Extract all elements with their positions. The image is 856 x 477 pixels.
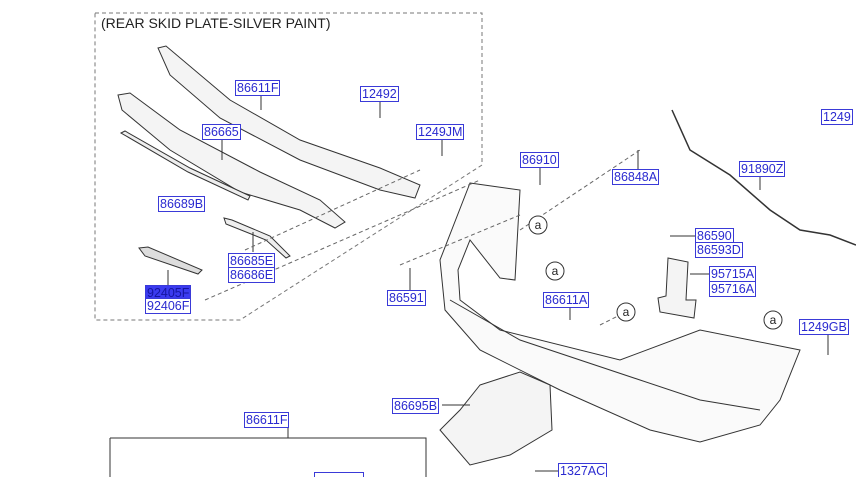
callout-a-text: a (535, 218, 542, 232)
part-label-92406F[interactable]: 92406F (145, 298, 192, 314)
part-label-86848A[interactable]: 86848A (612, 169, 660, 185)
callout-a-2 (545, 261, 565, 281)
skid-plate-group-border (94, 12, 483, 321)
part-label-86689B[interactable]: 86689B (158, 196, 206, 212)
part-86611F-inset-box (109, 437, 427, 477)
part-label-86686E[interactable]: 86686E (228, 267, 276, 283)
part-label-86695B[interactable]: 86695B (392, 398, 440, 414)
part-92405F-reflector (138, 246, 203, 275)
part-label-86685E[interactable]: 86685E (228, 253, 276, 269)
part-label-86665[interactable]: 86665 (202, 124, 241, 140)
part-label-1249JM[interactable]: 1249JM (416, 124, 465, 140)
part-86695B-shield (439, 371, 553, 466)
callout-a-4 (763, 310, 783, 330)
part-86611A-bumper (439, 182, 801, 443)
callout-a-3 (616, 302, 636, 322)
callout-circles (528, 215, 783, 330)
part-label-91890Z[interactable]: 91890Z (739, 161, 786, 177)
part-86611F-skid-plate (157, 45, 421, 199)
part-86665-garnish (117, 92, 346, 229)
part-label-1249-cut[interactable]: 1249 (821, 109, 853, 125)
part-label-92405F-selected[interactable]: 92405F (145, 285, 192, 301)
callout-a-1 (528, 215, 548, 235)
part-label-1327AC[interactable]: 1327AC (558, 463, 608, 477)
part-91890Z-wiring (671, 109, 856, 246)
part-label-12492[interactable]: 12492 (360, 86, 399, 102)
part-label-86910[interactable]: 86910 (520, 152, 559, 168)
part-86685E-strip (223, 217, 291, 259)
part-95715A-bracket (657, 257, 697, 319)
part-label-86611A[interactable]: 86611A (543, 292, 590, 308)
part-86689B-molding (119, 130, 251, 201)
callout-a-text: a (770, 313, 777, 327)
part-label-1249GB[interactable]: 1249GB (799, 319, 849, 335)
callout-a-text: a (623, 305, 630, 319)
dashed-guides (204, 149, 641, 326)
part-label-86591[interactable]: 86591 (387, 290, 426, 306)
part-label-cut-off[interactable] (314, 472, 364, 477)
group-caption: (REAR SKID PLATE-SILVER PAINT) (101, 15, 331, 31)
part-label-95716A[interactable]: 95716A (709, 281, 757, 297)
part-label-86593D[interactable]: 86593D (695, 242, 743, 258)
part-label-86611F[interactable]: 86611F (235, 80, 281, 96)
bumper-lower-edge (449, 299, 761, 411)
callout-a-text: a (552, 264, 559, 278)
part-label-95715A[interactable]: 95715A (709, 266, 757, 282)
part-label-86611F-inset[interactable]: 86611F (244, 412, 290, 428)
